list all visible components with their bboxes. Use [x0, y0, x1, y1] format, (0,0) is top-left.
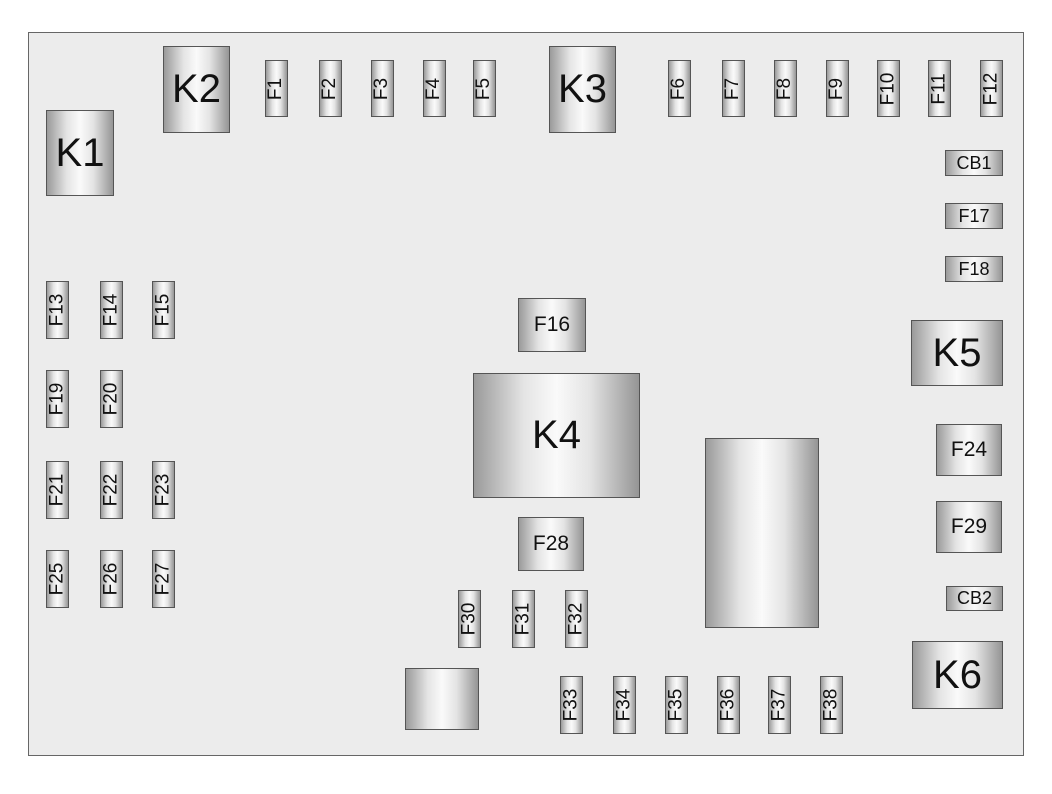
component-label: F7 [722, 77, 744, 100]
fuse-f34: F34 [613, 676, 636, 734]
component-label: K2 [172, 67, 221, 111]
fuse-f35: F35 [665, 676, 688, 734]
fuse-f22: F22 [100, 461, 123, 519]
fuse-f37: F37 [768, 676, 791, 734]
fuse-f10: F10 [877, 60, 900, 117]
relay-k2: K2 [163, 46, 230, 133]
component-label: F30 [458, 602, 480, 636]
fuse-f28: F28 [518, 517, 584, 571]
component-label: F14 [100, 293, 122, 327]
fuse-f7: F7 [722, 60, 745, 117]
fuse-f16: F16 [518, 298, 586, 352]
component-label: F6 [668, 77, 690, 100]
component-label: F12 [980, 72, 1002, 105]
relay-k3: K3 [549, 46, 616, 133]
relay-k5: K5 [911, 320, 1003, 386]
component-label: F32 [565, 602, 587, 636]
fuse-f3: F3 [371, 60, 394, 117]
component-label: F22 [100, 473, 122, 507]
fuse-f20: F20 [100, 370, 123, 428]
component-label: F37 [768, 688, 790, 722]
component-label: K6 [933, 652, 982, 697]
unlabeled-large-block [705, 438, 819, 628]
component-label: CB1 [956, 152, 992, 173]
fuse-f31: F31 [512, 590, 535, 648]
component-label: F24 [950, 438, 988, 461]
component-label: F31 [512, 602, 534, 636]
fuse-f11: F11 [928, 60, 951, 117]
component-label: F8 [774, 77, 796, 100]
fuse-f27: F27 [152, 550, 175, 608]
component-label: F33 [560, 688, 582, 722]
component-label: F35 [665, 688, 687, 722]
fuse-f18: F18 [945, 256, 1003, 282]
component-label: F34 [613, 688, 635, 722]
fuse-f14: F14 [100, 281, 123, 339]
fuse-f6: F6 [668, 60, 691, 117]
component-label: F23 [152, 473, 174, 507]
fuse-f38: F38 [820, 676, 843, 734]
component-label: F13 [46, 293, 68, 327]
breaker-cb2: CB2 [946, 586, 1003, 611]
relay-k4: K4 [473, 373, 640, 498]
component-label: K5 [932, 330, 982, 375]
fuse-f29: F29 [936, 501, 1002, 553]
component-label: F21 [46, 473, 68, 507]
component-label: F15 [152, 293, 174, 327]
unlabeled-small-block [405, 668, 479, 730]
fuse-f36: F36 [717, 676, 740, 734]
component-label: K3 [558, 67, 607, 111]
component-label: F16 [533, 313, 571, 336]
fuse-f9: F9 [826, 60, 849, 117]
component-label: F11 [928, 72, 950, 105]
component-label: F36 [717, 688, 739, 722]
component-label: K4 [532, 413, 581, 457]
component-label: F26 [100, 562, 122, 596]
component-label: F3 [371, 77, 393, 100]
fuse-f2: F2 [319, 60, 342, 117]
component-label: F29 [950, 515, 988, 538]
fuse-f25: F25 [46, 550, 69, 608]
fuse-f5: F5 [473, 60, 496, 117]
relay-k1: K1 [46, 110, 114, 196]
component-label: F19 [46, 382, 68, 416]
component-label: F27 [152, 562, 174, 596]
fuse-f17: F17 [945, 203, 1003, 229]
component-label: K1 [55, 130, 105, 175]
component-label: F4 [423, 77, 445, 100]
fuse-f15: F15 [152, 281, 175, 339]
fuse-f30: F30 [458, 590, 481, 648]
component-label: F25 [46, 562, 68, 596]
component-label: F5 [473, 77, 495, 100]
fuse-f4: F4 [423, 60, 446, 117]
component-label: F17 [958, 205, 990, 226]
fuse-f33: F33 [560, 676, 583, 734]
component-label: CB2 [956, 588, 992, 608]
component-label: F28 [532, 532, 570, 555]
fuse-f12: F12 [980, 60, 1003, 117]
fuse-f1: F1 [265, 60, 288, 117]
component-label: F1 [265, 77, 287, 100]
fuse-f23: F23 [152, 461, 175, 519]
component-label: F38 [820, 688, 842, 722]
component-label: F10 [877, 72, 899, 105]
fuse-f19: F19 [46, 370, 69, 428]
breaker-cb1: CB1 [945, 150, 1003, 176]
component-label: F20 [100, 382, 122, 416]
fuse-f21: F21 [46, 461, 69, 519]
fuse-f13: F13 [46, 281, 69, 339]
fuse-f8: F8 [774, 60, 797, 117]
component-label: F9 [826, 77, 848, 100]
fuse-f32: F32 [565, 590, 588, 648]
fuse-f24: F24 [936, 424, 1002, 476]
fuse-f26: F26 [100, 550, 123, 608]
component-label: F18 [958, 258, 990, 279]
relay-k6: K6 [912, 641, 1003, 709]
component-label: F2 [319, 77, 341, 100]
